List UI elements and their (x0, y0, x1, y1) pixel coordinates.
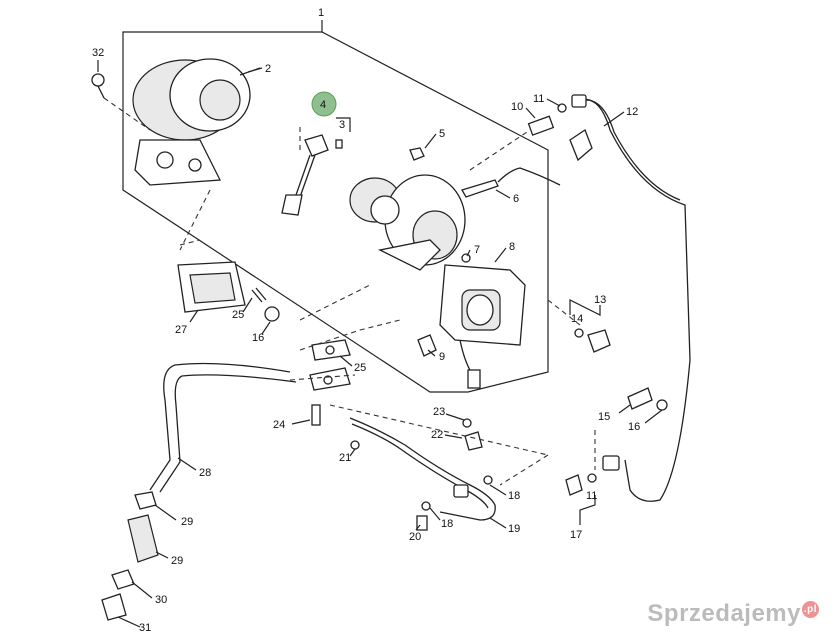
watermark-text: Sprzedajemy (647, 600, 801, 627)
callout-7: 7 (474, 244, 480, 256)
callout-25a: 25 (232, 309, 244, 321)
watermark-badge: .pl (802, 601, 819, 618)
callout-21: 21 (339, 452, 351, 464)
callout-5: 5 (439, 128, 445, 140)
part-gasket-25a (311, 339, 351, 361)
callout-20: 20 (409, 531, 421, 543)
part-return-line-19 (349, 417, 496, 521)
callout-27: 27 (175, 324, 187, 336)
callout-28: 28 (199, 467, 211, 479)
part-fitting-13 (574, 328, 611, 353)
callout-10: 10 (511, 101, 523, 113)
callout-16b: 16 (252, 332, 264, 344)
part-oil-line-12 (527, 94, 691, 502)
part-bolt-20 (416, 515, 428, 531)
callout-24: 24 (273, 419, 285, 431)
part-actuator-rod (281, 134, 343, 216)
callout-3: 3 (339, 119, 345, 131)
callout-11a: 11 (533, 93, 544, 105)
part-gasket-25b (309, 367, 351, 391)
assembly-dashed-lines (103, 97, 596, 486)
callout-19: 19 (508, 523, 520, 535)
callout-30: 29 (171, 555, 183, 567)
callout-2: 2 (265, 63, 271, 75)
part-fitting-22 (464, 431, 483, 451)
callout-18a: 18 (508, 490, 520, 502)
callout-18b: 18 (441, 518, 453, 530)
part-screw-5 (409, 147, 425, 161)
part-elbow-31 (101, 593, 127, 621)
callout-16a: 16 (628, 421, 640, 433)
callout-12: 12 (626, 106, 638, 118)
part-actuator-box (439, 264, 526, 389)
callout-4: 4 (320, 99, 326, 111)
callout-9: 9 (439, 351, 445, 363)
part-sensor-6 (461, 167, 561, 198)
part-exhaust-housing (132, 58, 261, 186)
callout-29b: 30 (155, 594, 167, 606)
watermark: Sprzedajemy.pl (647, 600, 819, 628)
callout-8: 8 (509, 241, 515, 253)
assembly-outline (122, 31, 549, 393)
callout-11b: 11 (586, 490, 597, 502)
callout-13: 13 (594, 294, 606, 306)
part-clamp-15 (627, 387, 668, 411)
callout-1: 1 (318, 7, 324, 19)
part-nut-7 (461, 253, 471, 263)
part-washer-18 (421, 501, 431, 511)
part-gasket-27 (177, 261, 246, 313)
leader-lines (97, 60, 663, 628)
part-fitting-17 (565, 455, 620, 496)
callout-32: 32 (92, 47, 104, 59)
part-fitting-21 (350, 440, 360, 450)
callout-23: 23 (433, 406, 445, 418)
part-turbocharger (349, 174, 466, 271)
part-stud-26 (251, 287, 267, 303)
callout-22: 22 (431, 429, 443, 441)
part-drain-tube-28 (149, 362, 297, 493)
part-bracket-9 (417, 334, 437, 357)
part-clamp-29b (111, 569, 135, 590)
callout-29a: 29 (181, 516, 193, 528)
callout-25b: 25 (354, 362, 366, 374)
callout-31: 31 (139, 622, 151, 634)
part-clamp-29a (134, 491, 157, 510)
part-washer-23 (462, 418, 472, 428)
callout-17: 17 (570, 529, 582, 541)
part-bolt-32 (91, 73, 105, 99)
callout-labels: 1 2 3 4 5 6 7 8 9 10 11 11 12 13 14 15 1… (92, 7, 640, 634)
part-bolt-24 (311, 404, 321, 426)
callout-14: 14 (571, 313, 583, 325)
callout-6: 6 (513, 193, 519, 205)
part-hose-30 (127, 514, 159, 563)
part-nut-16 (264, 306, 280, 322)
callout-15: 15 (598, 411, 610, 423)
callout-4-highlight (311, 91, 337, 117)
